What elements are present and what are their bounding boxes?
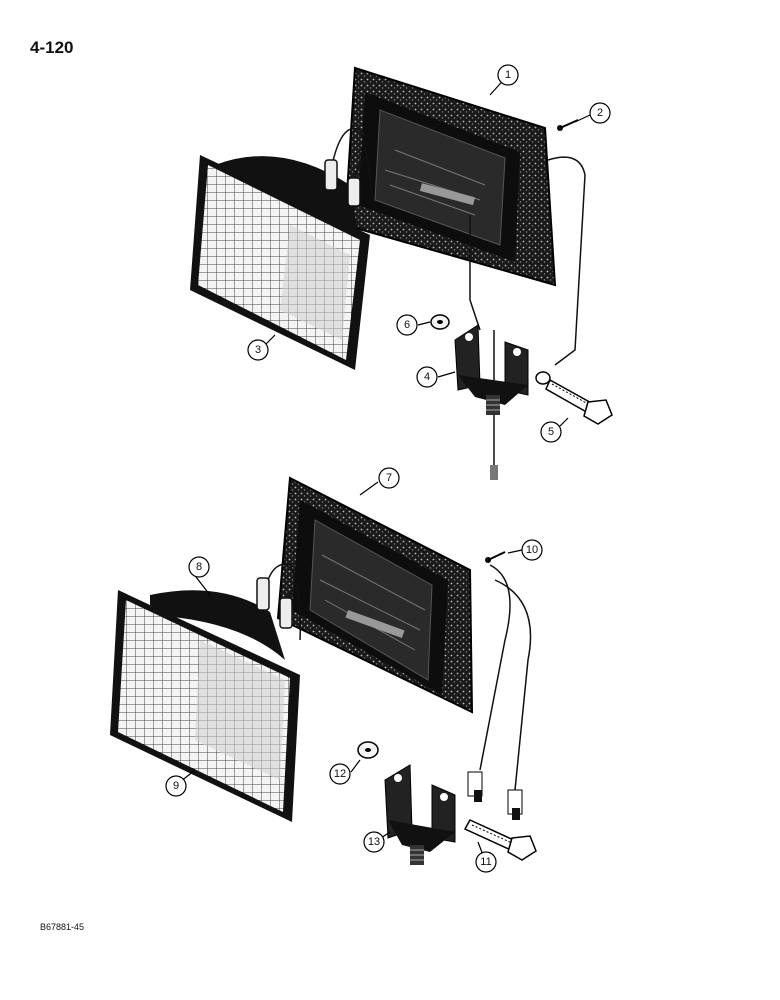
callout-circle-4 — [416, 366, 438, 388]
callout-label-1: 1 — [505, 69, 511, 81]
callouts — [165, 64, 611, 873]
upper-washer — [430, 314, 450, 330]
callout-circle-12 — [329, 763, 351, 785]
lower-mounting-bracket — [384, 764, 456, 865]
lower-lamp-wires — [256, 563, 532, 791]
lower-washer — [357, 741, 379, 759]
callout-label-3: 3 — [255, 344, 261, 356]
callout-label-10: 10 — [526, 544, 538, 556]
lower-lamp-housing — [276, 476, 474, 714]
callout-label-5: 5 — [548, 426, 554, 438]
callout-circle-7 — [378, 467, 400, 489]
callout-label-6: 6 — [404, 319, 410, 331]
upper-lamp-housing — [343, 66, 557, 287]
upper-wire-connector — [490, 465, 498, 480]
lower-wire-connectors — [467, 771, 523, 820]
lower-screw — [485, 551, 506, 563]
lower-bolt — [463, 819, 537, 861]
callout-label-12: 12 — [334, 768, 346, 780]
upper-lamp-assembly — [190, 66, 613, 480]
callout-label-13: 13 — [368, 836, 380, 848]
callout-circle-10 — [521, 539, 543, 561]
callout-label-7: 7 — [386, 472, 392, 484]
lower-lamp-lens — [110, 590, 300, 822]
callout-circle-9 — [165, 775, 187, 797]
callout-circle-8 — [188, 556, 210, 578]
callout-circle-11 — [475, 851, 497, 873]
callout-circle-5 — [540, 421, 562, 443]
callout-label-2: 2 — [597, 107, 603, 119]
upper-mounting-bracket — [454, 324, 529, 415]
lower-lamp-assembly — [110, 476, 537, 865]
page-number: 4-120 — [30, 38, 74, 57]
callout-circle-2 — [589, 102, 611, 124]
callout-circle-3 — [247, 339, 269, 361]
callout-circle-1 — [497, 64, 519, 86]
callout-label-9: 9 — [173, 780, 179, 792]
upper-screw — [557, 119, 579, 131]
figure-code: B67881-45 — [40, 922, 85, 932]
callout-label-8: 8 — [196, 561, 202, 573]
callout-label-4: 4 — [424, 371, 430, 383]
upper-bolt — [535, 371, 613, 425]
upper-lamp-lens — [190, 155, 370, 370]
upper-lamp-wires — [324, 127, 586, 470]
callout-labels: 1 2 3 4 5 6 7 8 9 10 11 12 13 — [173, 69, 603, 868]
callout-label-11: 11 — [480, 856, 491, 868]
callout-circle-13 — [363, 831, 385, 853]
callout-circle-6 — [396, 314, 418, 336]
